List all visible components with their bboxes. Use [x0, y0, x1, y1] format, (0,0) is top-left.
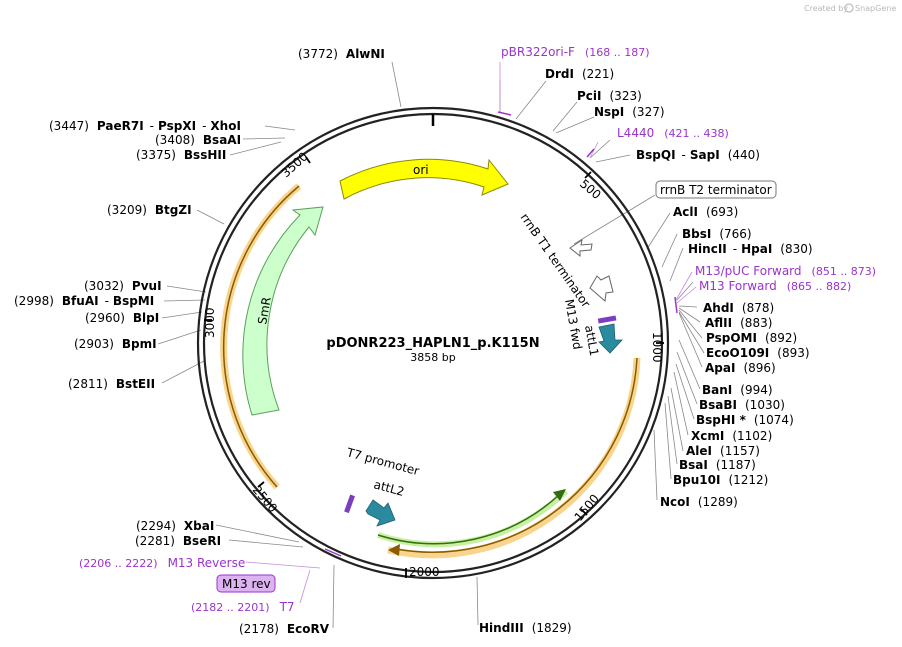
site-nspi[interactable]: NspI(327)	[594, 105, 665, 119]
primer-leader-lines	[245, 62, 697, 604]
right-site-labels: DrdI(221) PciI(323) NspI(327) BspQI-SapI…	[479, 67, 813, 635]
site-paer7i-pspxi-xhoi[interactable]: (3447)PaeR7I-PspXI-XhoI	[49, 119, 241, 133]
site-hincii-hpai[interactable]: HincII-HpaI(830)	[688, 242, 813, 256]
attl2-feature[interactable]	[365, 499, 396, 527]
site-bsai[interactable]: BsaI(1187)	[679, 458, 756, 472]
rrnb-t1-arrow-1[interactable]	[569, 238, 593, 258]
site-apai[interactable]: ApaI(896)	[705, 361, 776, 375]
green-orf-arrowhead	[553, 489, 566, 501]
primer-l4440[interactable]: L4440(421 .. 438)	[617, 126, 729, 140]
rrnb-t1-arrow-2[interactable]	[589, 275, 614, 302]
watermark-prefix: Created by	[804, 4, 848, 13]
t7-promoter-label: T7 promoter	[344, 445, 421, 478]
left-site-labels: (3772)AlwNI (3447)PaeR7I-PspXI-XhoI (340…	[14, 47, 385, 636]
smr-feature[interactable]	[242, 206, 324, 416]
m13-forward-primer-mark	[674, 296, 678, 314]
plasmid-name: pDONR223_HAPLN1_p.K115N	[326, 336, 539, 351]
site-pcii[interactable]: PciI(323)	[577, 89, 642, 103]
site-bsabi[interactable]: BsaBI(1030)	[699, 398, 785, 412]
site-hindiii[interactable]: HindIII(1829)	[479, 621, 572, 635]
green-orf-arc	[377, 493, 561, 545]
attl2-label: attL2	[372, 477, 406, 499]
m13-reverse-primer-mark	[324, 548, 342, 557]
smr-label: SmR	[255, 296, 274, 326]
attl1-feature[interactable]	[598, 323, 623, 354]
m13-rev-box[interactable]	[216, 574, 276, 593]
green-orf-highlight	[377, 488, 569, 548]
t7-promoter-feature[interactable]	[344, 494, 355, 514]
primer-m13-forward[interactable]: M13 Forward(865 .. 882)	[699, 279, 851, 293]
site-bbsi[interactable]: BbsI(766)	[682, 227, 752, 241]
site-ecorv[interactable]: (2178)EcoRV	[239, 622, 330, 636]
m13-rev-box-label: M13 rev	[222, 577, 271, 591]
orf-right-arc	[395, 357, 638, 553]
ori-label: ori	[413, 163, 429, 177]
snapgene-logo-icon	[844, 3, 854, 13]
orf-right-arrowhead	[388, 544, 400, 556]
site-bseri[interactable]: (2281)BseRI	[135, 534, 221, 548]
watermark-brand: SnapGene	[855, 4, 896, 13]
site-pspomi[interactable]: PspOMI(892)	[706, 331, 797, 345]
pbr322-primer-mark	[497, 111, 512, 116]
tick-label-500: 500	[577, 177, 604, 202]
orf-left-arc	[222, 185, 300, 488]
site-xbai[interactable]: (2294)XbaI	[136, 519, 214, 533]
site-bpu10i[interactable]: Bpu10I(1212)	[673, 473, 768, 487]
primer-t7[interactable]: (2182 .. 2201)T7	[191, 600, 295, 614]
ori-feature[interactable]	[339, 158, 509, 200]
primer-m13-puc-forward[interactable]: M13/pUC Forward(851 .. 873)	[695, 264, 876, 278]
site-bsteii[interactable]: (2811)BstEII	[68, 377, 155, 391]
tick-marks	[204, 156, 664, 578]
tick-label-2000: 2000	[409, 565, 440, 579]
site-bani[interactable]: BanI(994)	[702, 383, 773, 397]
site-xcmi[interactable]: XcmI(1102)	[691, 429, 772, 443]
primer-m13-reverse[interactable]: (2206 .. 2222)M13 Reverse	[79, 556, 245, 570]
site-bsshii[interactable]: (3375)BssHII	[136, 148, 226, 162]
m13-fwd-feature[interactable]	[597, 315, 617, 324]
site-ecoo109i[interactable]: EcoO109I(893)	[706, 346, 810, 360]
site-bsphi[interactable]: BspHI *(1074)	[696, 413, 794, 427]
attl1-label: attL1	[582, 324, 601, 357]
site-pvui[interactable]: (3032)PvuI	[84, 279, 162, 293]
site-bsaai[interactable]: (3408)BsaAI	[155, 133, 241, 147]
site-drdi[interactable]: DrdI(221)	[545, 67, 614, 81]
tick-label-1000: 1000	[650, 332, 664, 363]
rrnb-t2-label: rrnB T2 terminator	[660, 183, 772, 197]
site-acli[interactable]: AclI(693)	[673, 205, 738, 219]
rrnb-t1-label: rrnB T1 terminator	[518, 211, 594, 311]
leader-lines	[157, 61, 705, 629]
site-bpmi[interactable]: (2903)BpmI	[74, 337, 157, 351]
site-ahdi[interactable]: AhdI(878)	[703, 301, 774, 315]
site-ncoi[interactable]: NcoI(1289)	[660, 495, 738, 509]
site-blpi[interactable]: (2960)BlpI	[85, 311, 159, 325]
site-bspqi-sapi[interactable]: BspQI-SapI(440)	[636, 148, 760, 162]
plasmid-length: 3858 bp	[410, 351, 455, 364]
rrnb-t2-box[interactable]	[655, 180, 777, 199]
site-btgzi[interactable]: (3209)BtgZI	[107, 203, 192, 217]
site-bfuai-bspmi[interactable]: (2998)BfuAI-BspMI	[14, 294, 154, 308]
tick-label-3000: 3000	[203, 307, 217, 338]
l4440-primer-mark	[586, 148, 595, 158]
site-alei[interactable]: AleI(1157)	[686, 444, 760, 458]
primer-pbr322[interactable]: pBR322ori-F(168 .. 187)	[501, 45, 650, 59]
site-alwni[interactable]: (3772)AlwNI	[298, 47, 385, 61]
backbone-outer	[196, 106, 670, 580]
site-aflii[interactable]: AflII(883)	[705, 316, 772, 330]
